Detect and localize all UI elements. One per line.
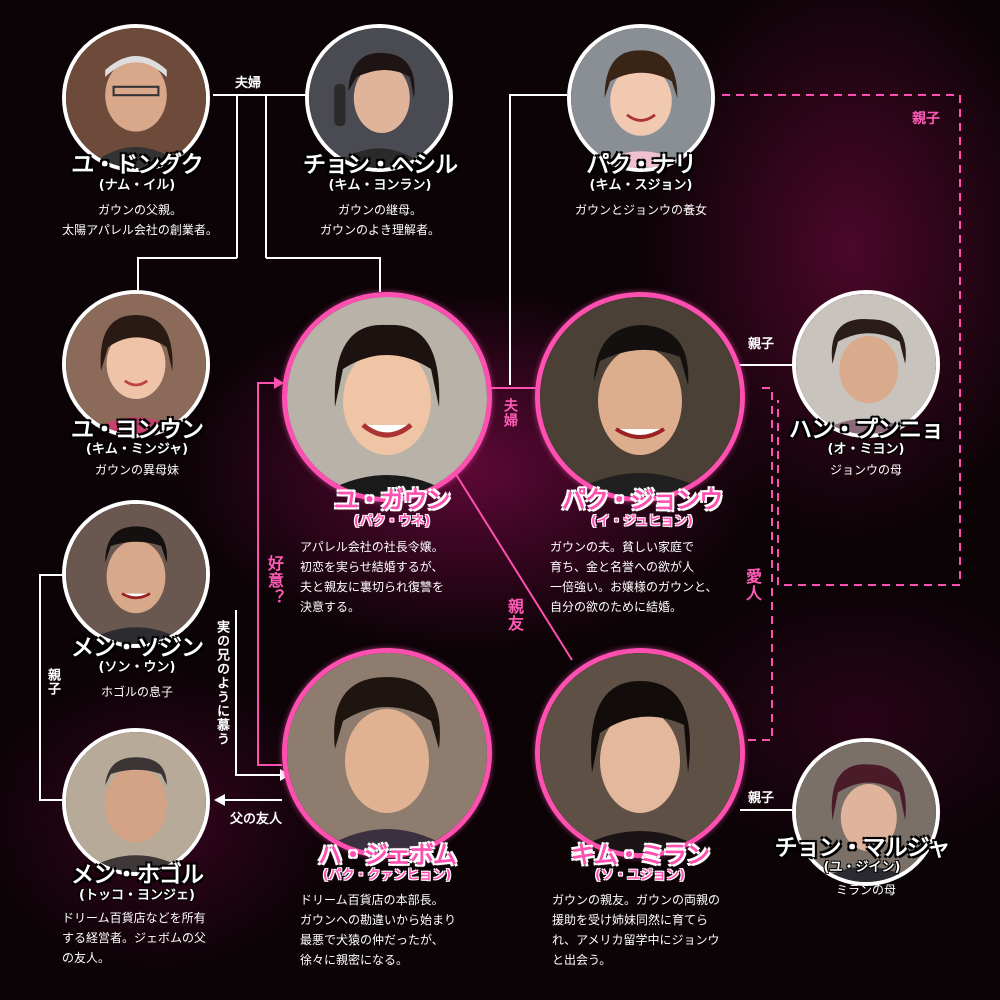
desc-yu-donggu: ガウンの父親。 太陽アパレル会社の創業者。 — [62, 203, 218, 237]
desc-han-punnyo: ジョンウの母 — [829, 463, 903, 477]
portrait-park-jongu — [535, 292, 745, 502]
actor-men-sojin: (ソン・ウン) — [98, 660, 176, 675]
actor-yu-donggu: (ナム・イル) — [98, 178, 176, 193]
actor-yu-yongun: (キム・ミンジャ) — [85, 442, 189, 457]
rel-fuufu-mid: 夫婦 — [502, 398, 518, 428]
line-aijin — [748, 387, 773, 741]
rel-oyako-left: 親子 — [45, 668, 60, 696]
desc-ha-jebom: ドリーム百貨店の本部長。 ガウンへの勘違いから始まり 最悪で犬猿の仲だったが、 … — [300, 893, 457, 967]
rel-kooi: 好意？ — [265, 555, 284, 606]
name-yu-yongun: ユ・ヨンウン — [71, 417, 204, 443]
portrait-men-hogol — [62, 728, 210, 876]
actor-jeon-malja: (ユ・ジイン) — [823, 860, 901, 875]
desc-park-jongu: ガウンの夫。貧しい家庭で 育ち、金と名誉への欲が人 一倍強い。お嬢様のガウンと、… — [550, 540, 718, 614]
desc-yu-yongun: ガウンの異母妹 — [94, 463, 180, 477]
rel-oyako-malja: 親子 — [748, 791, 775, 806]
portrait-yu-gaun — [282, 292, 492, 502]
rel-shinyu: 親友 — [505, 598, 524, 632]
portrait-ha-jebom — [282, 648, 492, 858]
name-park-jongu: パク・ジョンウ — [561, 486, 724, 514]
actor-men-hogol: (トッコ・ヨンジェ) — [79, 888, 195, 903]
rel-aijin: 愛人 — [743, 568, 762, 602]
line-to-yongun — [137, 257, 237, 290]
desc-yu-gaun: アパレル会社の社長令嬢。 初恋を実らせ結婚するが、 夫と親友に裏切られ復讐を 決… — [300, 540, 445, 614]
line-oyako-nari — [722, 94, 961, 586]
portrait-kim-miran — [535, 648, 745, 858]
portrait-jeon-malja — [792, 738, 940, 886]
line-sojin-hogol — [39, 574, 62, 801]
portrait-jeon-hesil — [305, 24, 453, 172]
arrow-kooi — [274, 377, 284, 389]
actor-park-jongu: (イ・ジュヒョン) — [591, 514, 693, 529]
actor-yu-gaun: (パク・ウネ) — [353, 514, 431, 529]
line-kooi — [257, 382, 282, 766]
actor-jeon-hesil: (キム・ヨンラン) — [328, 178, 432, 193]
line-gaun-miran — [451, 467, 573, 661]
arrow-to-hogol — [214, 794, 225, 806]
name-men-hogol: メン・ホゴル — [71, 862, 204, 888]
line-to-gaun — [266, 257, 381, 292]
rel-oyako-han: 親子 — [748, 337, 775, 352]
actor-ha-jebom: (パク・クァンヒョン) — [322, 868, 452, 883]
rel-ani: 実の兄のように慕う — [214, 620, 229, 746]
name-ha-jebom: ハ・ジェボム — [318, 841, 457, 869]
portrait-yu-yongun — [62, 290, 210, 438]
actor-park-nari: (キム・スジョン) — [589, 178, 693, 193]
desc-kim-miran: ガウンの親友。ガウンの両親の 援助を受け姉妹同然に育てら れ、アメリカ留学中にジ… — [552, 893, 721, 967]
name-men-sojin: メン・ソジン — [71, 635, 204, 661]
name-jeon-hesil: チョン・ヘシル — [303, 152, 458, 178]
portrait-han-punnyo — [792, 290, 940, 438]
rel-oyako-top: 親子 — [912, 111, 940, 127]
name-kim-miran: キム・ミラン — [571, 841, 710, 869]
name-jeon-malja: チョン・マルジャ — [774, 835, 951, 861]
rel-chichi: 父の友人 — [230, 812, 283, 827]
name-yu-gaun: ユ・ガウン — [334, 486, 451, 514]
actor-kim-miran: (ソ・ユジョン) — [595, 868, 685, 883]
portrait-park-nari — [567, 24, 715, 172]
desc-men-hogol: ドリーム百貨店などを所有 する経営者。ジェボムの父 の友人。 — [62, 911, 207, 965]
name-yu-donggu: ユ・ドングク — [71, 152, 204, 178]
line-to-nari — [509, 94, 567, 385]
desc-jeon-malja: ミランの母 — [835, 883, 897, 897]
actor-han-punnyo: (オ・ミヨン) — [827, 442, 905, 457]
line-sojin-jebom — [235, 610, 282, 776]
name-han-punnyo: ハン・プンニョ — [789, 417, 944, 443]
desc-park-nari: ガウンとジョンウの養女 — [574, 203, 708, 217]
rel-fuufu-top: 夫婦 — [235, 76, 262, 91]
portrait-yu-donggu — [62, 24, 210, 172]
portrait-men-sojin — [62, 500, 210, 648]
desc-jeon-hesil: ガウンの継母。 ガウンのよき理解者。 — [319, 203, 441, 237]
name-park-nari: パク・ナリ — [586, 152, 697, 178]
desc-men-sojin: ホゴルの息子 — [100, 685, 174, 699]
